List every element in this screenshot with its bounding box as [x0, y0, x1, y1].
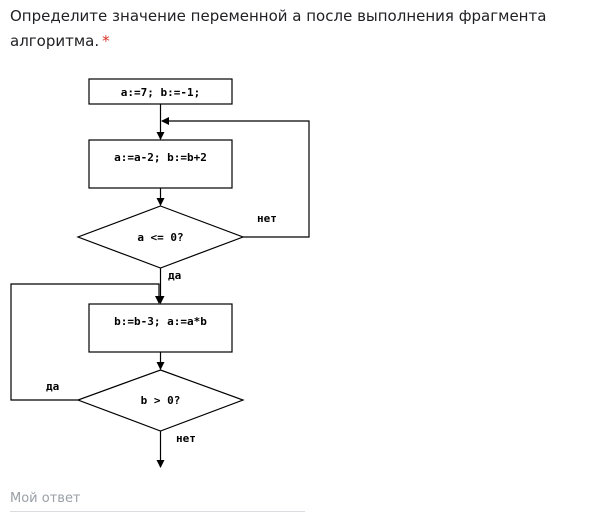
cond1-text: a <= 0? — [137, 231, 183, 244]
step2-box — [88, 303, 233, 353]
answer-field-container — [10, 486, 305, 512]
cond2-no-label: нет — [176, 432, 196, 445]
loop-cond2-yes — [10, 283, 163, 401]
answer-input[interactable] — [10, 486, 305, 511]
step1-box — [88, 139, 233, 189]
question-text: Определите значение переменной а после в… — [10, 4, 570, 54]
cond2-yes-label: да — [46, 380, 59, 393]
required-asterisk: * — [102, 32, 110, 50]
init-box — [88, 78, 233, 105]
question-label: Определите значение переменной а после в… — [10, 7, 547, 50]
cond1-yes-label: да — [168, 269, 181, 282]
init-text: a:=7; b:=-1; — [121, 86, 200, 99]
cond1-no-label: нет — [257, 212, 277, 225]
cond2-text: b > 0? — [141, 394, 181, 407]
step2-text: b:=b-3; a:=a*b — [114, 315, 207, 328]
step1-text: a:=a-2; b:=b+2 — [114, 151, 207, 164]
loop-cond1-no — [161, 117, 310, 238]
